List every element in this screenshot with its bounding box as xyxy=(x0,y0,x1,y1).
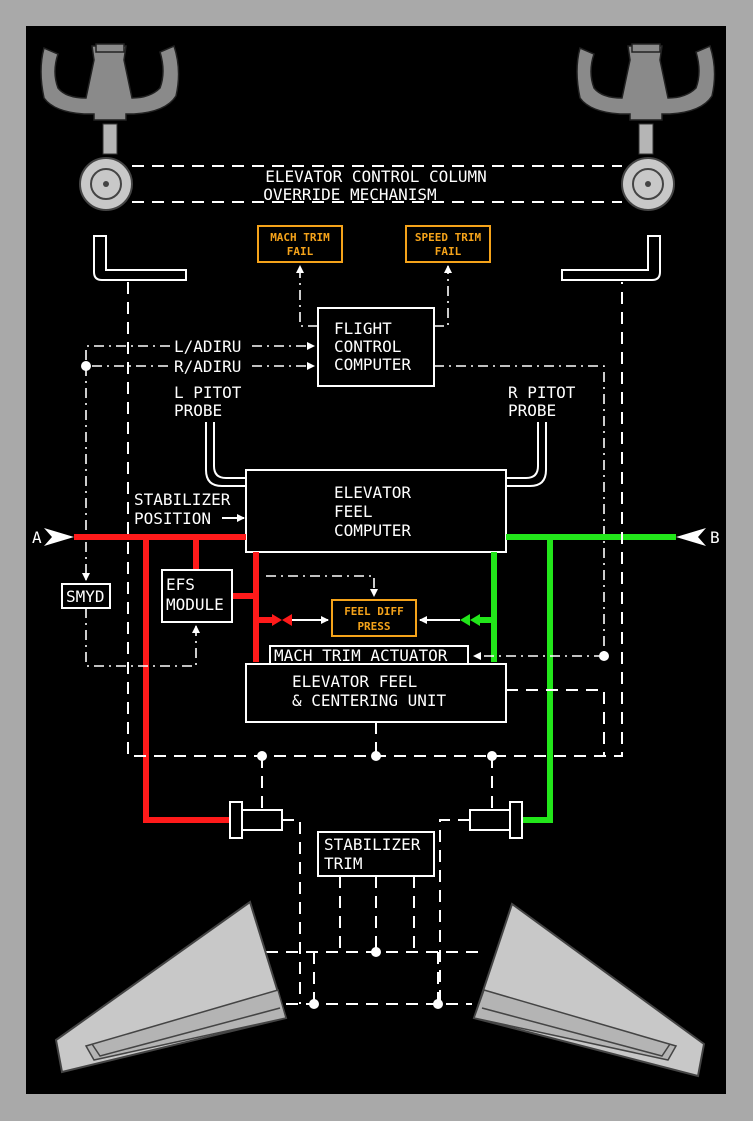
left-bellcrank xyxy=(93,235,187,281)
fcc-text2: CONTROL xyxy=(334,337,401,356)
right-bellcrank xyxy=(561,235,661,281)
efc-text2: FEEL xyxy=(334,502,373,521)
stab-trim-text2: TRIM xyxy=(324,854,363,873)
fcc-text3: COMPUTER xyxy=(334,355,411,374)
efs-text2: MODULE xyxy=(166,595,224,614)
r-adiru-label: R/ADIRU xyxy=(174,357,241,376)
override-label-line2: OVERRIDE MECHANISM xyxy=(263,185,436,204)
feel-diff-text2: PRESS xyxy=(357,620,390,633)
r-pitot-label2: PROBE xyxy=(508,401,556,420)
mach-trim-actuator-box: MACH TRIM ACTUATOR xyxy=(269,645,469,665)
speed-trim-fail-text2: FAIL xyxy=(435,245,462,258)
override-label-line1: ELEVATOR CONTROL COLUMN xyxy=(265,167,487,186)
left-elevator-surface-icon xyxy=(54,900,288,1074)
mach-trim-fail-text2: FAIL xyxy=(287,245,314,258)
efc-text3: COMPUTER xyxy=(334,521,411,540)
left-control-column-icon xyxy=(40,43,180,211)
l-adiru-label: L/ADIRU xyxy=(174,337,241,356)
efs-text1: EFS xyxy=(166,575,195,594)
mach-trim-fail-light: MACH TRIM FAIL xyxy=(257,225,343,263)
efcu-text2: & CENTERING UNIT xyxy=(292,691,446,710)
efcu-text1: ELEVATOR FEEL xyxy=(292,672,417,691)
stab-trim-text1: STABILIZER xyxy=(324,835,421,854)
r-pitot-label1: R PITOT xyxy=(508,383,576,402)
right-elevator-surface-icon xyxy=(472,902,706,1078)
feel-diff-text1: FEEL DIFF xyxy=(344,605,404,618)
smyd-box: SMYD xyxy=(61,583,111,609)
hyd-b-arrow-icon xyxy=(676,528,706,546)
smyd-text: SMYD xyxy=(66,587,105,606)
hyd-a-label: A xyxy=(32,528,42,547)
left-elevator-actuator-icon xyxy=(229,801,283,839)
stabilizer-trim-box: STABILIZER TRIM xyxy=(317,831,435,877)
efc-text1: ELEVATOR xyxy=(334,483,411,502)
l-pitot-label1: L PITOT xyxy=(174,383,242,402)
stab-pos-label2: POSITION xyxy=(134,509,211,528)
red-restrictor-icon xyxy=(272,614,292,626)
elevator-feel-computer-box: ELEVATOR FEEL COMPUTER xyxy=(245,469,507,553)
efs-module-box: EFS MODULE xyxy=(161,569,233,623)
right-elevator-actuator-icon xyxy=(469,801,523,839)
mach-trim-fail-text1: MACH TRIM xyxy=(270,231,330,244)
flight-control-computer-box: FLIGHT CONTROL COMPUTER xyxy=(317,307,435,387)
speed-trim-fail-light: SPEED TRIM FAIL xyxy=(405,225,491,263)
l-pitot-label2: PROBE xyxy=(174,401,222,420)
speed-trim-fail-text1: SPEED TRIM xyxy=(415,231,482,244)
mach-trim-actuator-text: MACH TRIM ACTUATOR xyxy=(274,646,448,665)
right-control-column-icon xyxy=(576,43,716,211)
fcc-text1: FLIGHT xyxy=(334,319,392,338)
green-restrictor-icon xyxy=(460,614,480,626)
feel-diff-press-light: FEEL DIFF PRESS xyxy=(331,599,417,637)
hyd-a-arrow-icon xyxy=(44,528,74,546)
hyd-b-label: B xyxy=(710,528,720,547)
stab-pos-label1: STABILIZER xyxy=(134,490,231,509)
elevator-feel-centering-unit-box: ELEVATOR FEEL & CENTERING UNIT xyxy=(245,663,507,723)
